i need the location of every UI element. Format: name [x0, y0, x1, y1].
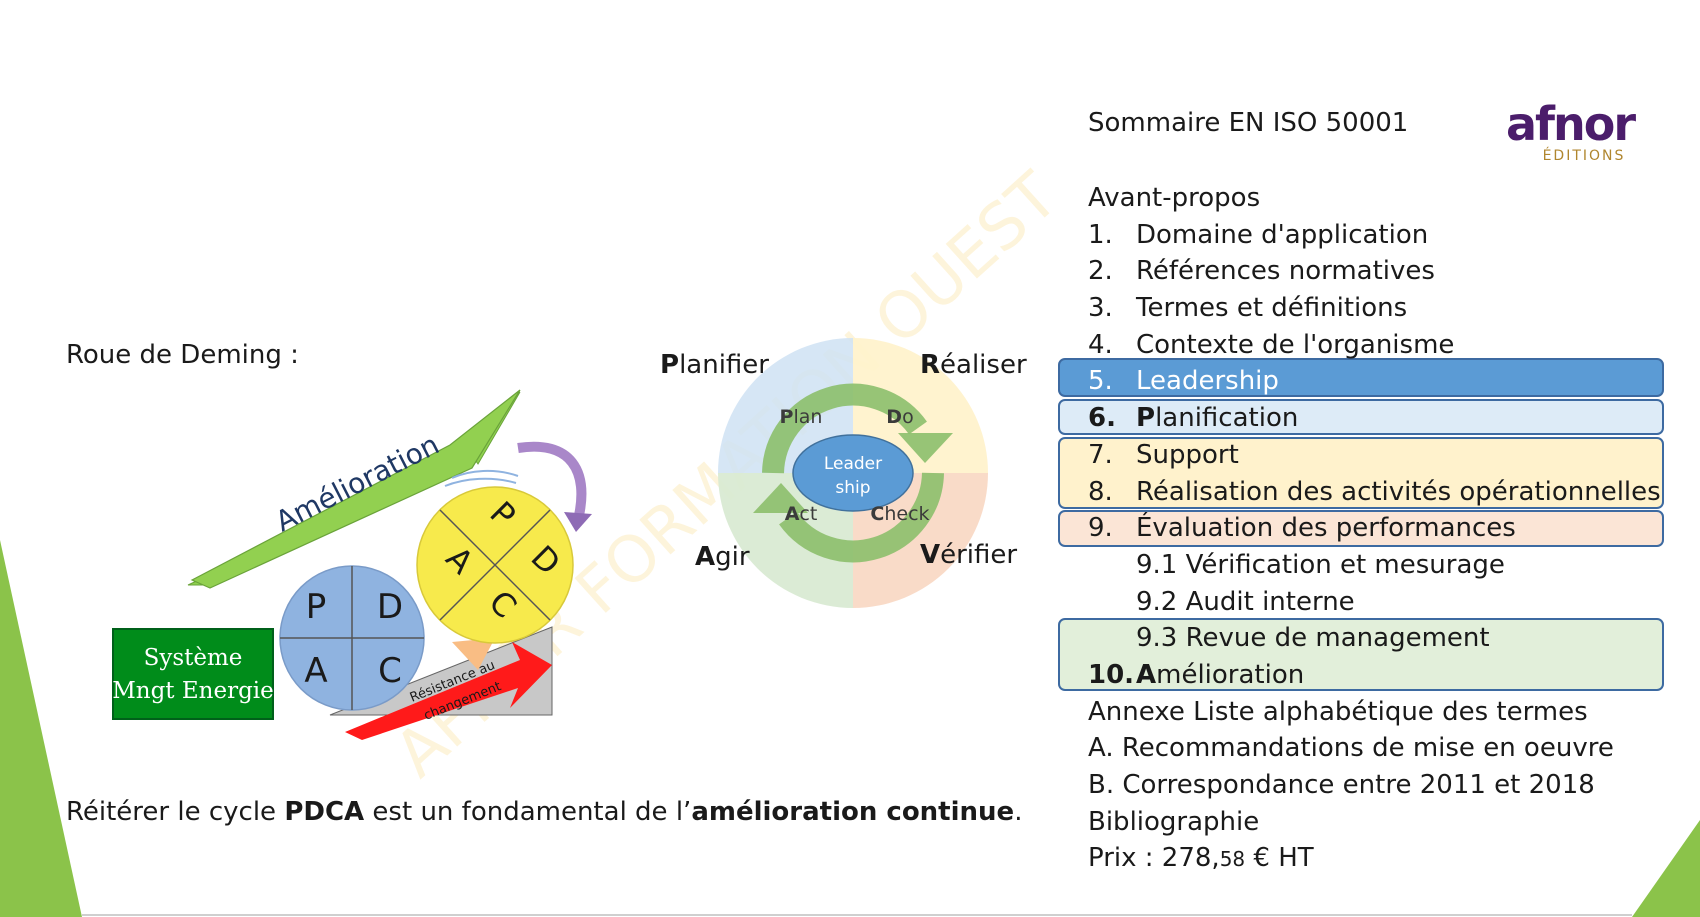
toc-item-1: 1.Domaine d'application — [1088, 219, 1429, 250]
pdca-back-p: P — [306, 587, 327, 627]
caption-pdca: PDCA — [284, 797, 365, 827]
amelioration-arrow-body — [190, 389, 521, 589]
deming-title: Roue de Deming : — [66, 340, 299, 370]
act-label: Act — [785, 503, 818, 525]
motion-line-2 — [444, 477, 517, 487]
cycle-arrow-bottom-head — [753, 483, 808, 513]
toc-annexe-b: B. Correspondance entre 2011 et 2018 — [1088, 770, 1595, 800]
toc-sub-9-3: 9.3 Revue de management — [1136, 623, 1490, 654]
center-label-2: ship — [835, 478, 870, 498]
toc-item-3: 3.Termes et définitions — [1088, 293, 1408, 324]
caption-part-2: est un fondamental de l’ — [364, 797, 692, 827]
decor-left-triangle — [0, 540, 82, 917]
label-verifier: Vérifier — [920, 540, 1018, 570]
rotation-arrow — [517, 441, 587, 522]
caption-amelioration: amélioration continue — [691, 797, 1015, 827]
do-label: Do — [886, 406, 913, 428]
deming-diagram: Amélioration Résistance au changement P … — [112, 389, 592, 740]
resistance-arrow — [345, 642, 552, 740]
toc-item-6: 6.Planification — [1088, 403, 1299, 434]
rotation-arrow-head — [564, 512, 592, 532]
highlight-act — [1058, 618, 1664, 691]
pdca-back-d: D — [377, 587, 403, 627]
highlight-planification — [1058, 399, 1664, 435]
highlight-leadership — [1058, 358, 1664, 397]
quadrant-act — [718, 473, 853, 608]
toc-annexe: Annexe Liste alphabétique des termes — [1088, 696, 1588, 727]
toc-annexe-a: A. Recommandations de mise en oeuvre — [1088, 733, 1614, 764]
toc-sub-9-2: 9.2 Audit interne — [1136, 586, 1355, 617]
highlight-check — [1058, 510, 1664, 547]
toc-item-2: 2.Références normatives — [1088, 256, 1435, 287]
cycle-arrow-top — [762, 383, 927, 474]
toc-item-8: 8.Réalisation des activités opérationnel… — [1088, 476, 1661, 507]
leadership-center — [792, 434, 914, 512]
system-label-1: Système — [144, 645, 243, 671]
pdca-back-a: A — [304, 651, 327, 691]
highlight-do — [1058, 437, 1664, 509]
motion-line-1 — [451, 469, 519, 479]
pdca-wheel: Leader ship Plan Do Act Check — [718, 338, 988, 608]
toc-title: Sommaire EN ISO 50001 — [1088, 108, 1409, 138]
toc-item-5: 5.Leadership — [1088, 366, 1279, 397]
logo-main: afnor — [1506, 98, 1636, 151]
label-realiser: Réaliser — [920, 350, 1027, 380]
system-label-2: Mngt Energie — [112, 678, 274, 704]
label-agir: Agir — [695, 542, 750, 572]
decor-right-triangle — [1632, 820, 1700, 917]
toc-sub-9-1: 9.1 Vérification et mesurage — [1136, 549, 1505, 580]
cycle-arrow-top-head — [898, 433, 953, 463]
toc-bibliographie: Bibliographie — [1088, 806, 1260, 837]
toc-item-7: 7.Support — [1088, 439, 1239, 470]
caption-part-3: . — [1014, 797, 1023, 827]
toc-item-9: 9.Évaluation des performances — [1088, 513, 1516, 544]
toc-list: Avant-propos 1.Domaine d'application 2.R… — [1058, 180, 1664, 877]
cycle-arrow-bottom — [779, 472, 944, 563]
afnor-logo: afnor ÉDITIONS — [1506, 98, 1638, 164]
label-planifier: Planifier — [660, 350, 769, 380]
logo-sub: ÉDITIONS — [1543, 147, 1626, 164]
system-box — [112, 628, 274, 720]
toc-price: Prix : 278,58 € HT — [1088, 843, 1314, 874]
toc-foreword: Avant-propos — [1088, 183, 1261, 213]
caption-part-1: Réitérer le cycle — [66, 797, 285, 827]
center-label-1: Leader — [824, 454, 882, 474]
toc-item-10: 10.Amélioration — [1088, 659, 1305, 690]
caption: Réitérer le cycle PDCA est un fondamenta… — [66, 797, 1022, 827]
toc-item-4: 4.Contexte de l'organisme — [1088, 329, 1455, 360]
wedge-right — [452, 638, 495, 670]
quadrant-plan — [718, 338, 853, 473]
plan-label: Plan — [780, 406, 823, 428]
quadrant-do — [853, 338, 988, 473]
check-label: Check — [870, 503, 929, 525]
quadrant-check — [853, 473, 988, 608]
pdca-back-c: C — [378, 651, 402, 691]
